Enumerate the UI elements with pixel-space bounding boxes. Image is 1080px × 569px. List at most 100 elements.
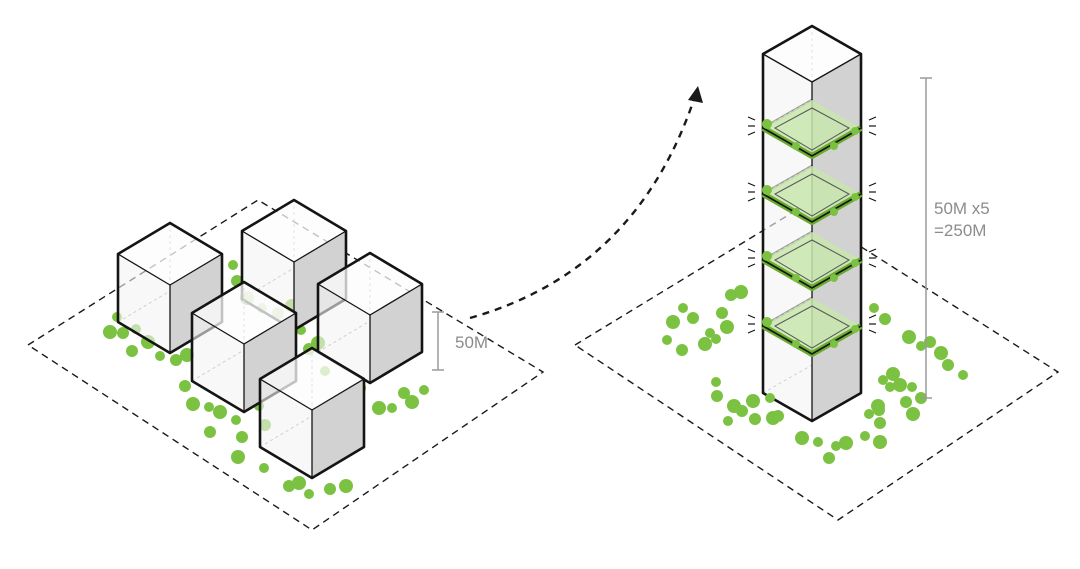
tree-icon: [213, 405, 227, 419]
tree-icon: [228, 260, 238, 270]
emphasis-tick-icon: [747, 248, 756, 253]
tree-icon: [126, 345, 138, 357]
cube-edge: [191, 312, 245, 345]
cube-edge: [311, 378, 365, 411]
tree-icon: [687, 312, 699, 324]
tree-icon: [204, 402, 214, 412]
cube-edge: [811, 53, 862, 83]
height-label-single: 50M: [455, 333, 488, 352]
tree-icon: [851, 193, 859, 201]
emphasis-tick-icon: [868, 116, 877, 121]
tree-icon: [204, 426, 216, 438]
cube-edge: [317, 283, 371, 316]
tree-icon: [662, 335, 672, 345]
terrace-inner-outline: [773, 107, 851, 151]
tree-icon: [795, 431, 809, 445]
tree-icon: [734, 285, 748, 299]
tree-icon: [339, 479, 353, 493]
slab-outline: [762, 259, 862, 289]
tree-icon: [324, 483, 336, 495]
emphasis-tick-icon: [868, 248, 877, 253]
tree-icon: [873, 435, 887, 449]
tree-icon: [878, 375, 888, 385]
emphasis-tick-icon: [747, 329, 756, 334]
tree-icon: [902, 330, 916, 344]
cube-edge: [117, 253, 171, 286]
tree-icon: [830, 274, 838, 282]
tree-icon: [874, 417, 886, 429]
emphasis-tick-icon: [747, 116, 756, 121]
tree-icon: [765, 393, 775, 403]
tree-cluster-front: [662, 285, 968, 464]
tree-icon: [958, 370, 968, 380]
emphasis-tick-icon: [747, 131, 756, 136]
slab-outline: [762, 325, 862, 355]
tree-icon: [873, 404, 885, 416]
tree-icon: [304, 489, 314, 499]
cube-edge: [762, 53, 813, 83]
emphasis-tick-icon: [868, 263, 877, 268]
tree-icon: [792, 142, 800, 150]
tree-icon: [869, 303, 879, 313]
tree-icon: [749, 413, 761, 425]
slab-outline: [762, 127, 862, 157]
tree-icon: [792, 274, 800, 282]
tree-icon: [720, 320, 734, 334]
tree-icon: [236, 431, 248, 443]
emphasis-tick-icon: [747, 182, 756, 187]
tree-icon: [885, 382, 895, 392]
tree-icon: [666, 315, 680, 329]
tree-icon: [851, 127, 859, 135]
stacked-tower: [747, 24, 877, 423]
tree-icon: [766, 411, 780, 425]
tree-icon: [893, 378, 907, 392]
tree-icon: [155, 351, 165, 361]
terrace-inner-outline: [773, 173, 851, 217]
tree-icon: [906, 407, 920, 421]
tree-icon: [736, 405, 748, 417]
tree-icon: [180, 348, 194, 362]
emphasis-tick-icon: [747, 197, 756, 202]
arrow-head-icon: [688, 86, 703, 103]
tree-icon: [813, 437, 823, 447]
tree-icon: [762, 119, 772, 129]
transform-arrow: [469, 86, 703, 320]
tree-icon: [405, 395, 419, 409]
site-outline-right: [573, 207, 1060, 521]
block-front: [258, 346, 366, 480]
cube-edge: [293, 230, 347, 263]
dashed-curved-arrow-icon: [469, 89, 699, 320]
tree-icon: [916, 341, 926, 351]
tree-icon: [886, 367, 900, 381]
tree-icon: [723, 416, 733, 426]
cube-edge: [169, 253, 223, 286]
tree-icon: [934, 346, 948, 360]
sky-garden-2: [747, 232, 877, 291]
tree-icon: [372, 401, 386, 415]
tree-icon: [942, 359, 954, 371]
tree-icon: [103, 325, 117, 339]
block-back-left: [116, 221, 224, 355]
emphasis-tick-icon: [868, 182, 877, 187]
tree-icon: [851, 325, 859, 333]
tree-icon: [398, 387, 410, 399]
low-rise-blocks: [116, 198, 424, 480]
tree-icon: [678, 303, 688, 313]
tree-icon: [900, 396, 912, 408]
tree-icon: [387, 403, 397, 413]
emphasis-tick-icon: [868, 329, 877, 334]
tree-icon: [170, 354, 182, 366]
tree-icon: [924, 336, 936, 348]
tree-icon: [762, 185, 772, 195]
cube-edge: [241, 230, 295, 263]
tree-icon: [259, 463, 269, 473]
emphasis-tick-icon: [868, 314, 877, 319]
tree-icon: [831, 441, 841, 451]
tree-icon: [879, 313, 891, 325]
terrace-inner-outline: [773, 305, 851, 349]
tree-icon: [711, 377, 721, 387]
tree-icon: [907, 382, 917, 392]
tree-icon: [792, 208, 800, 216]
dimension-single: 50M: [432, 311, 488, 371]
